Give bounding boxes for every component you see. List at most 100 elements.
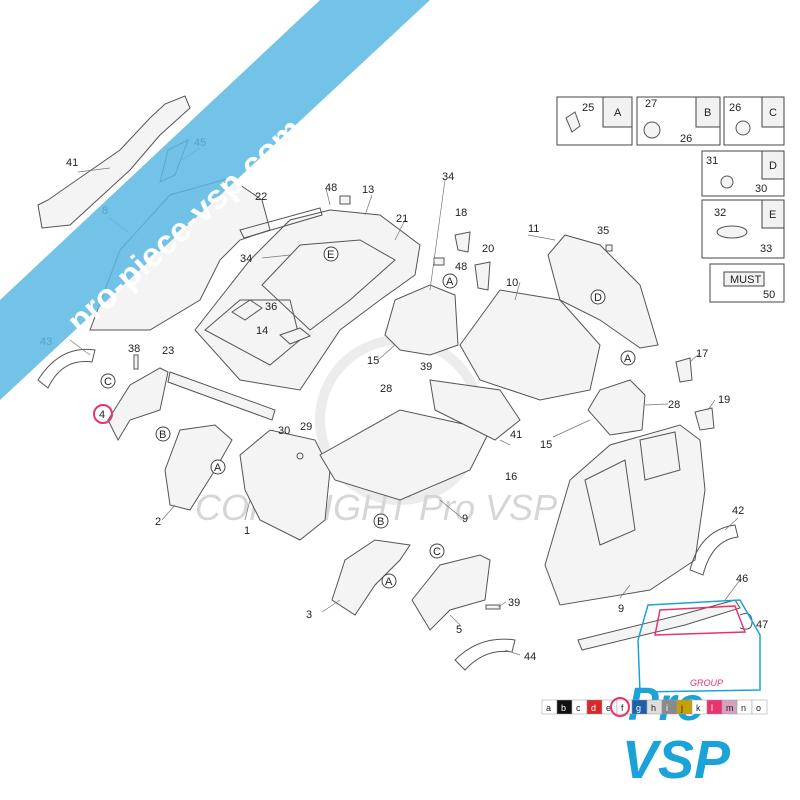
part-29-fastener	[296, 452, 304, 460]
label-23: 22	[255, 191, 267, 203]
marker-A-3: A	[442, 273, 458, 289]
swatch-i	[661, 699, 678, 715]
label-16: 15	[367, 355, 379, 367]
part-21-bracket	[474, 261, 491, 291]
label-24: 23	[162, 345, 174, 357]
part-43-arch	[37, 348, 96, 389]
svg-text:B: B	[159, 429, 166, 441]
part-46-sill-trim	[577, 599, 741, 651]
label-13: 13	[362, 184, 374, 196]
label-19: 18	[455, 207, 467, 219]
label-4: 4	[99, 409, 105, 421]
part-42-arch-trim	[689, 524, 739, 576]
svg-text:25: 25	[582, 102, 594, 114]
part-14-panel	[279, 327, 311, 345]
circle-markers: C B A B A C E A D A	[100, 246, 636, 589]
swatch-label-h: h	[651, 703, 656, 713]
svg-text:A: A	[624, 353, 632, 365]
part-36-panel	[231, 299, 263, 321]
swatch-label-m: m	[726, 703, 734, 713]
legend-D: D 31 30	[701, 150, 785, 197]
marker-D: D	[590, 289, 606, 305]
swatch-label-c: c	[576, 703, 581, 713]
svg-text:30: 30	[755, 183, 767, 195]
part-labels: 41 8 45 43 38 23 4 2 1 30 29 3 5 44 39 9…	[40, 137, 768, 663]
swatch-label-g: g	[636, 703, 641, 713]
part-5-front-wing	[411, 554, 491, 631]
label-44: 44	[524, 651, 536, 663]
highlight-ring-swatch	[610, 697, 630, 717]
part-10-floor	[319, 409, 491, 501]
part-41-rocker	[37, 95, 191, 229]
part-44-arch-trim	[454, 638, 516, 671]
logo-vsp: VSP	[622, 730, 731, 790]
label-15: 15	[540, 439, 552, 451]
part-35-clip	[605, 244, 613, 252]
svg-text:C: C	[769, 107, 777, 119]
label-17: 16	[505, 471, 517, 483]
marker-C-2: C	[429, 543, 445, 559]
label-28: 28	[380, 383, 392, 395]
svg-text:E: E	[769, 209, 776, 221]
label-2: 2	[155, 516, 161, 528]
label-37: 38	[128, 343, 140, 355]
svg-text:A: A	[214, 462, 222, 474]
part-15-rear-arch	[587, 379, 646, 436]
label-35: 35	[597, 225, 609, 237]
swatch-label-d: d	[591, 703, 596, 713]
swatch-l	[706, 699, 723, 715]
label-14: 14	[256, 325, 268, 337]
part-47-clip	[739, 613, 753, 630]
part-24-cowl	[167, 371, 276, 421]
logo-group: GROUP	[690, 678, 723, 688]
svg-text:33: 33	[760, 243, 772, 255]
svg-text:27: 27	[645, 98, 657, 110]
swatch-label-f: f	[621, 703, 624, 713]
svg-text:C: C	[433, 546, 441, 558]
marker-B-1: B	[155, 426, 171, 442]
svg-text:D: D	[769, 160, 777, 172]
label-5: 5	[456, 624, 462, 636]
label-36: 36	[265, 301, 277, 313]
svg-text:A: A	[385, 576, 393, 588]
legend-B: B 27 26	[636, 96, 721, 146]
legend-A: A 25	[556, 96, 633, 146]
legend-E: E 32 33	[701, 199, 785, 259]
svg-text:E: E	[327, 249, 334, 261]
marker-A-2: A	[381, 573, 397, 589]
marker-A-1: A	[210, 459, 226, 475]
label-1: 1	[244, 525, 250, 537]
svg-text:B: B	[377, 516, 384, 528]
label-22: 21	[396, 213, 408, 225]
label-20: 19	[718, 394, 730, 406]
part-18-bracket	[675, 357, 693, 383]
part-9-side-frame	[544, 424, 706, 606]
part-4-front-wing	[107, 367, 169, 442]
must-badge	[723, 271, 765, 287]
highlight-ring-part-4	[93, 404, 113, 424]
label-41: 41	[66, 157, 78, 169]
label-10: 9	[462, 513, 468, 525]
legend-F: MUST 50	[709, 263, 785, 303]
marker-E: E	[323, 246, 339, 262]
svg-text:D: D	[594, 292, 602, 304]
swatch-label-b: b	[561, 703, 566, 713]
part-11-rear-floor	[459, 289, 601, 401]
part-19-bracket	[454, 231, 471, 253]
swatch-label-a: a	[546, 703, 551, 713]
legend-C: C 26	[723, 96, 785, 146]
part-16-inner-arch	[384, 284, 459, 356]
swatch-o	[751, 699, 768, 715]
part-20-bracket	[694, 407, 715, 431]
svg-text:26: 26	[680, 133, 692, 145]
svg-text:A: A	[614, 107, 622, 119]
part-48-clip	[339, 195, 351, 205]
part-48-clip-b	[433, 257, 445, 266]
svg-text:26: 26	[729, 102, 741, 114]
swatch-j	[676, 699, 693, 715]
marker-C-1: C	[100, 373, 116, 389]
svg-text:B: B	[704, 107, 711, 119]
swatch-label-l: l	[711, 703, 713, 713]
